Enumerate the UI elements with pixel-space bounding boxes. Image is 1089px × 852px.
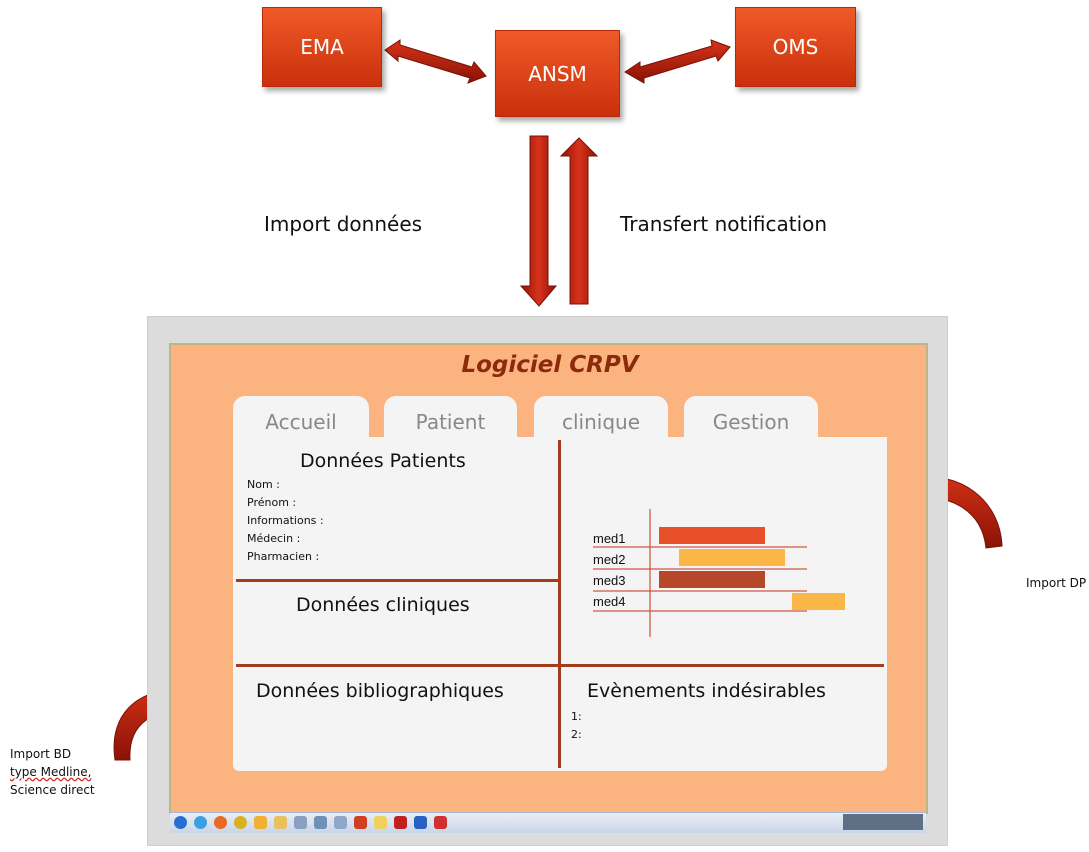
powerpoint-icon[interactable] (354, 816, 367, 829)
patient-section-heading: Données Patients (300, 450, 466, 472)
explorer-icon[interactable] (374, 816, 387, 829)
field-medecin: Médecin : (247, 532, 301, 545)
gantt-label-med4: med4 (593, 594, 626, 609)
start-icon[interactable] (174, 816, 187, 829)
gantt-bar-med4 (792, 593, 845, 610)
transfer-label: Transfert notification (620, 212, 828, 236)
ansm-box: ANSM (495, 30, 620, 117)
taskbar (170, 812, 926, 833)
tab-accueil[interactable]: Accueil (233, 396, 369, 440)
import-bd-line2: type Medline, (10, 765, 92, 779)
event-item-1: 1: (571, 710, 582, 723)
oms-box: OMS (735, 7, 856, 87)
ema-label: EMA (300, 35, 344, 59)
import-dp-label: Import DP (1026, 576, 1087, 590)
app-icon[interactable] (294, 816, 307, 829)
ema-box: EMA (262, 7, 382, 87)
tab-patient[interactable]: Patient (384, 396, 517, 440)
field-pharmacien: Pharmacien : (247, 550, 320, 563)
firefox-icon[interactable] (214, 816, 227, 829)
gantt-bar-med3 (659, 571, 765, 588)
gantt-label-med2: med2 (593, 552, 626, 567)
biblio-heading: Données bibliographiques (256, 680, 504, 702)
field-nom: Nom : (247, 478, 280, 491)
misc-app-icon[interactable] (434, 816, 447, 829)
import-down-arrow (519, 135, 558, 307)
gantt-label-med1: med1 (593, 531, 626, 546)
clinical-heading: Données cliniques (296, 594, 470, 616)
medication-gantt: med1 med2 med3 med4 (593, 509, 845, 637)
shield-icon[interactable] (394, 816, 407, 829)
field-informations: Informations : (247, 514, 324, 527)
tab-clinique[interactable]: clinique (534, 396, 668, 440)
tool-icon[interactable] (334, 816, 347, 829)
event-item-2: 2: (571, 728, 582, 741)
chrome-icon[interactable] (234, 816, 247, 829)
divider-horizontal (236, 664, 884, 667)
doc-icon[interactable] (314, 816, 327, 829)
import-bd-line1: Import BD (10, 747, 72, 761)
gantt-label-med3: med3 (593, 573, 626, 588)
gantt-bar-med2 (679, 549, 785, 566)
folder-icon[interactable] (274, 816, 287, 829)
gantt-bar-med1 (659, 527, 765, 544)
divider-vertical (558, 440, 561, 768)
import-bd-line3: Science direct (10, 783, 95, 797)
outlook-icon[interactable] (254, 816, 267, 829)
field-prenom: Prénom : (247, 496, 297, 509)
software-title: Logiciel CRPV (461, 352, 639, 378)
oms-ansm-arrow (624, 39, 731, 84)
import-label: Import données (264, 212, 423, 236)
ema-ansm-arrow (384, 39, 487, 84)
word-icon[interactable] (414, 816, 427, 829)
tab-gestion[interactable]: Gestion (684, 396, 818, 440)
ansm-label: ANSM (528, 61, 587, 86)
oms-label: OMS (772, 35, 819, 59)
ie-icon[interactable] (194, 816, 207, 829)
transfer-up-arrow (559, 137, 599, 305)
events-heading: Evènements indésirables (587, 680, 826, 702)
system-tray (843, 814, 923, 830)
divider-patient-clinical (236, 579, 558, 582)
